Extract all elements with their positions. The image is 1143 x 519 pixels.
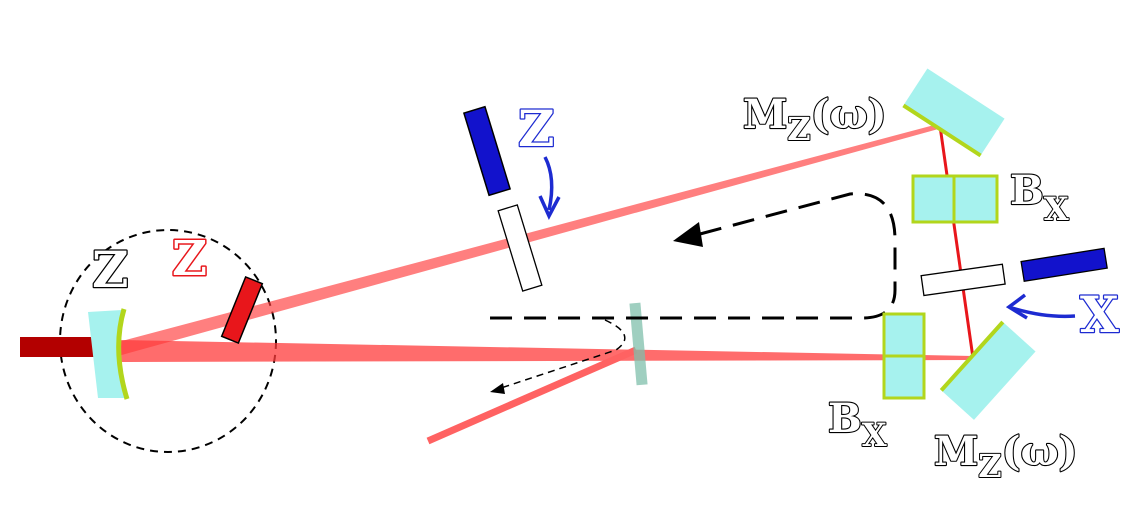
label-x-blue: X (1080, 285, 1119, 344)
label-z-red: Z (172, 231, 207, 287)
left-curved-mirror (88, 310, 126, 398)
feedback-loop-path (485, 192, 897, 320)
output-dashed-path (494, 319, 626, 391)
feedback-arrow-head-icon (673, 222, 703, 247)
left-mirror-coating-icon (116, 308, 130, 400)
top-right-mirror (902, 68, 1005, 158)
middle-window-plate (497, 204, 543, 292)
label-bx-top: BX (1010, 167, 1069, 228)
lower-beam (118, 340, 973, 362)
label-mz-top: MZ(ω) (743, 91, 887, 148)
output-beam (426, 346, 638, 445)
label-mz-bottom: MZ(ω) (934, 428, 1078, 485)
red-z-plate (220, 275, 264, 345)
label-z-left: Z (92, 240, 129, 299)
blue-z-plate (462, 105, 512, 197)
right-window-plate (920, 263, 1006, 297)
bottom-right-mirror (939, 320, 1036, 420)
bx-top-crystal (911, 174, 999, 224)
right-beam (938, 125, 975, 359)
blue-arrow-x-icon (1011, 306, 1076, 319)
output-arrow-head-icon (490, 383, 505, 394)
label-bx-bottom: BX (828, 395, 887, 454)
blue-x-plate (1020, 247, 1108, 283)
label-z-blue: Z (518, 99, 555, 158)
beam-splitter-plate (629, 302, 648, 386)
blue-arrow-z-icon (543, 156, 554, 211)
blue-arrow-z-head-icon (538, 195, 561, 220)
bx-bottom-crystal (882, 312, 926, 400)
upper-beam (118, 124, 942, 356)
blue-arrow-x-head-icon (1005, 293, 1028, 320)
